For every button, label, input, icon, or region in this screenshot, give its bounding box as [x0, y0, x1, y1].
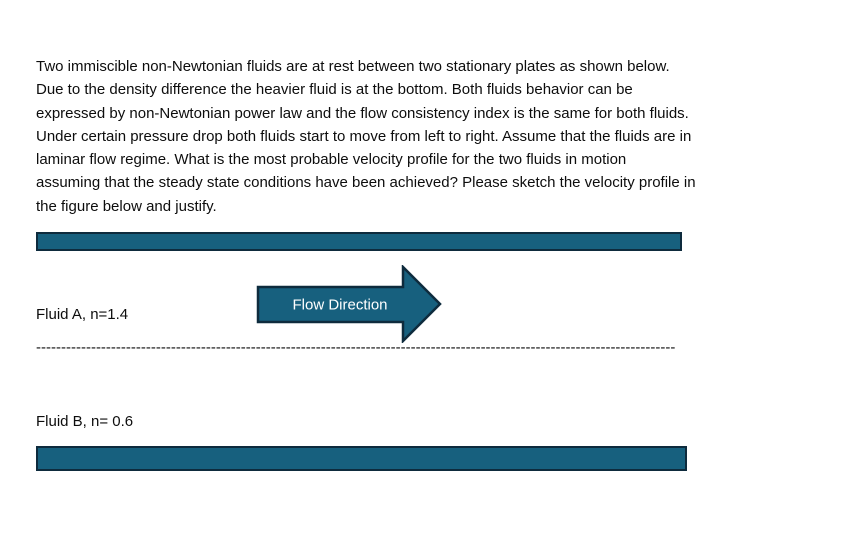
fluid-a-label: Fluid A, n=1.4	[36, 306, 129, 323]
top-stationary-plate	[36, 232, 682, 251]
problem-statement: Two immiscible non-Newtonian fluids are …	[36, 58, 696, 215]
fluid-b-label: Fluid B, n= 0.6	[36, 413, 134, 430]
flow-direction-arrow: Flow Direction	[256, 265, 444, 343]
fluid-interface-dashed-line: ----------------------------------------…	[36, 340, 676, 356]
bottom-stationary-plate	[36, 446, 687, 471]
flow-arrow-shape: Flow Direction	[256, 265, 442, 343]
flow-arrow-polygon	[256, 265, 442, 343]
flow-direction-label: Flow Direction	[292, 297, 387, 314]
